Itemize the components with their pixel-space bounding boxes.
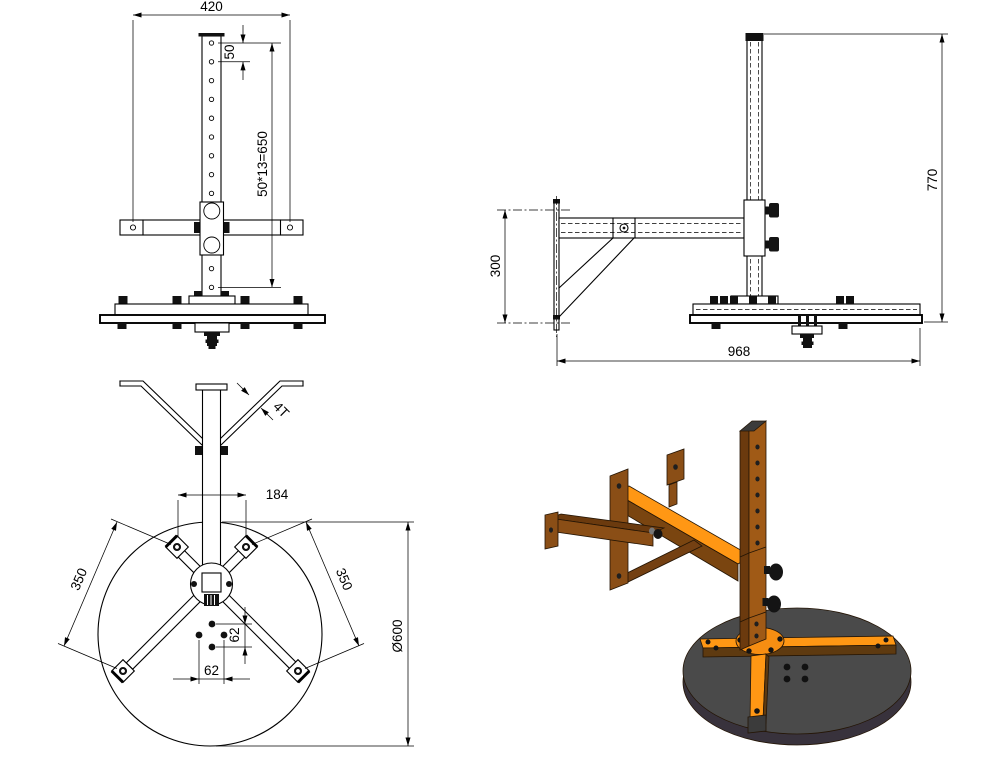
dim-300: 300 [488, 210, 508, 323]
front-foot-bracket [194, 322, 230, 333]
iso-base-disc [682, 607, 912, 735]
iso-arm-bolt [653, 529, 663, 539]
dim-62v-label: 62 [227, 627, 242, 642]
dim-600: Ø600 [216, 521, 414, 747]
front-post-cap [198, 33, 225, 37]
dim-300-label: 300 [488, 255, 503, 278]
iso-arm-bolt-washer [649, 527, 655, 535]
front-base-disc [99, 314, 326, 324]
dim-650: 50*13=650 [218, 43, 281, 288]
top-cross-arms [110, 534, 311, 684]
front-post [201, 35, 222, 299]
iso-knob-lower-stud [762, 598, 769, 606]
iso-front-foot [747, 714, 767, 734]
front-post-holes [208, 40, 215, 291]
top-view: 4T 184 [57, 380, 414, 747]
top-column [195, 383, 228, 574]
top-plate-ne [233, 534, 259, 560]
iso-post-holes [754, 444, 760, 639]
iso-post-left-face [739, 426, 750, 651]
dim-62-vertical: 62 [216, 607, 252, 664]
side-gusset [558, 237, 635, 318]
top-wall-arms [119, 380, 304, 455]
top-hub [189, 562, 234, 606]
top-plate-se [285, 658, 311, 684]
dim-420: 420 [132, 0, 291, 222]
front-base [99, 291, 326, 349]
dim-50-label: 50 [222, 44, 237, 59]
side-view: 300 770 968 [488, 33, 948, 366]
iso-disc-holes [783, 663, 809, 683]
dim-184-label: 184 [266, 487, 289, 502]
side-wall-plate [497, 196, 572, 337]
dim-968-label: 968 [728, 344, 751, 359]
iso-knob-lower [767, 595, 781, 613]
iso-knob-upper-stud [764, 566, 770, 574]
dim-184: 184 [177, 487, 289, 538]
dim-600-label: Ø600 [390, 619, 405, 652]
side-base [689, 295, 923, 348]
iso-view [544, 420, 912, 746]
dim-770: 770 [764, 33, 948, 323]
side-post [743, 33, 779, 311]
top-plate-sw [110, 658, 136, 684]
iso-post-right-face [748, 420, 767, 647]
iso-knob-upper [769, 563, 783, 581]
top-bolt-holes [195, 620, 228, 651]
dim-62h-label: 62 [204, 663, 219, 678]
dim-968: 968 [556, 328, 921, 366]
side-clamp [743, 199, 766, 257]
dim-62-horizontal: 62 [173, 640, 250, 684]
front-view: 420 50 50*13=650 [99, 0, 326, 349]
front-clamp [194, 201, 230, 256]
dim-650-label: 50*13=650 [255, 131, 270, 197]
top-plate-nw [164, 534, 190, 560]
iso-post-cap [738, 420, 768, 432]
dim-420-label: 420 [200, 0, 223, 14]
side-knob-upper [769, 203, 779, 218]
side-knob-lower [769, 237, 779, 252]
dim-770-label: 770 [925, 169, 940, 192]
side-arm [558, 217, 745, 239]
